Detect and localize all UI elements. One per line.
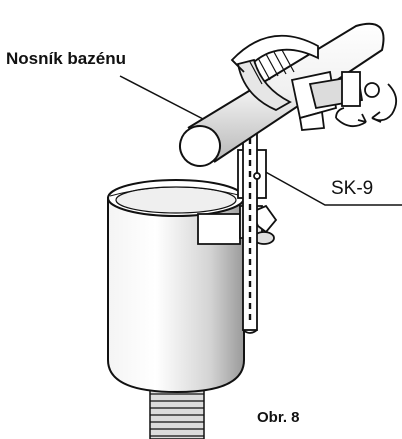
rotate-arrow-icon xyxy=(335,107,367,128)
part-label: SK-9 xyxy=(331,178,374,199)
rotate-arrow-icon xyxy=(371,83,398,123)
figure-caption: Obr. 8 xyxy=(257,409,300,426)
skimmer-body xyxy=(107,179,245,394)
beam-label: Nosník bazénu xyxy=(6,49,126,68)
adjustment-knob xyxy=(290,70,380,131)
leader-line-beam xyxy=(119,75,206,121)
hose-connector xyxy=(149,387,205,439)
pool-beam xyxy=(179,22,385,167)
leader-line-sk9 xyxy=(261,169,402,206)
beam-clamp xyxy=(230,34,319,112)
bracket-sk9 xyxy=(237,129,267,334)
